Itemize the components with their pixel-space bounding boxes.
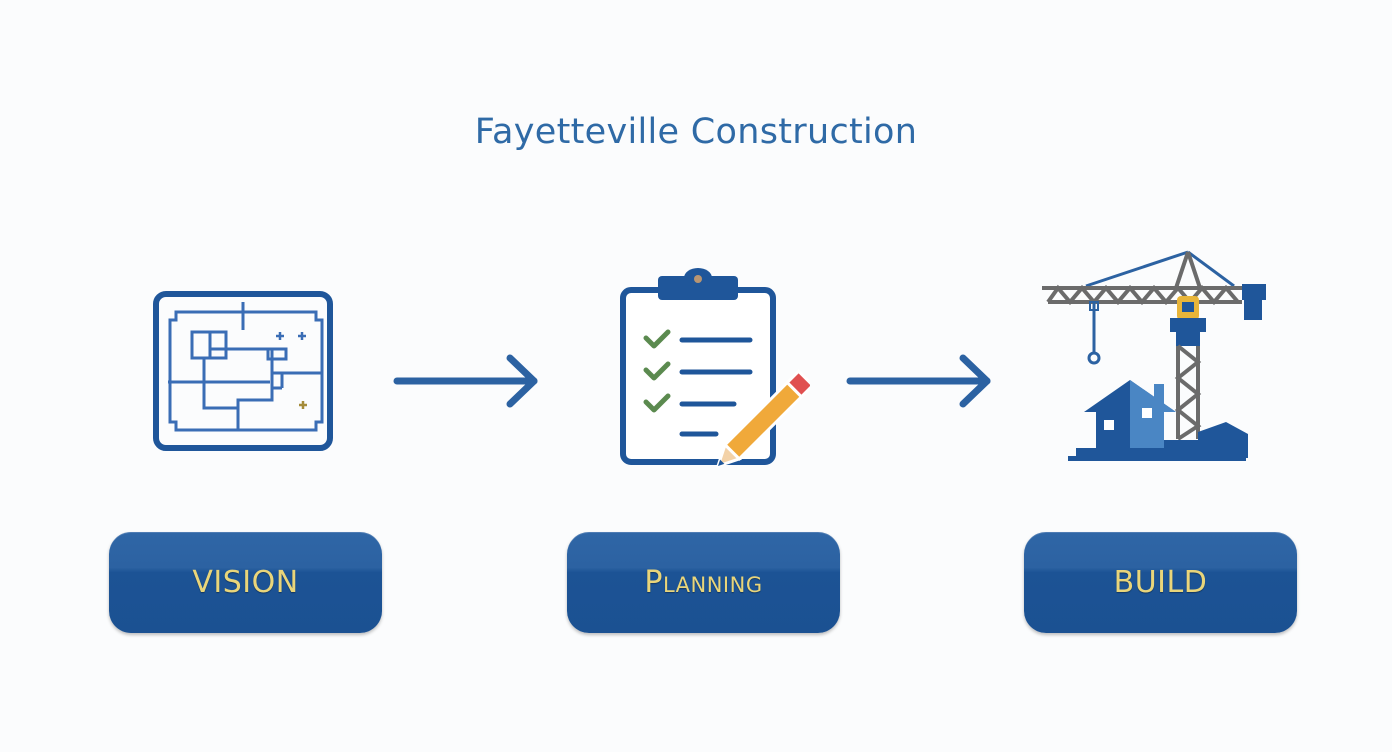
vision-label: VISION <box>192 565 299 600</box>
blueprint-icon <box>153 291 333 451</box>
build-label: BUILD <box>1113 565 1208 600</box>
crane-house-icon <box>1042 250 1266 461</box>
planning-button[interactable]: Planning <box>567 532 840 633</box>
arrow-right-icon <box>846 354 991 408</box>
clipboard-checklist-icon <box>620 268 810 468</box>
planning-label: Planning <box>644 565 763 600</box>
page-title: Fayetteville Construction <box>474 112 918 152</box>
vision-button[interactable]: VISION <box>109 532 382 633</box>
arrow-right-icon <box>393 354 538 408</box>
build-button[interactable]: BUILD <box>1024 532 1297 633</box>
